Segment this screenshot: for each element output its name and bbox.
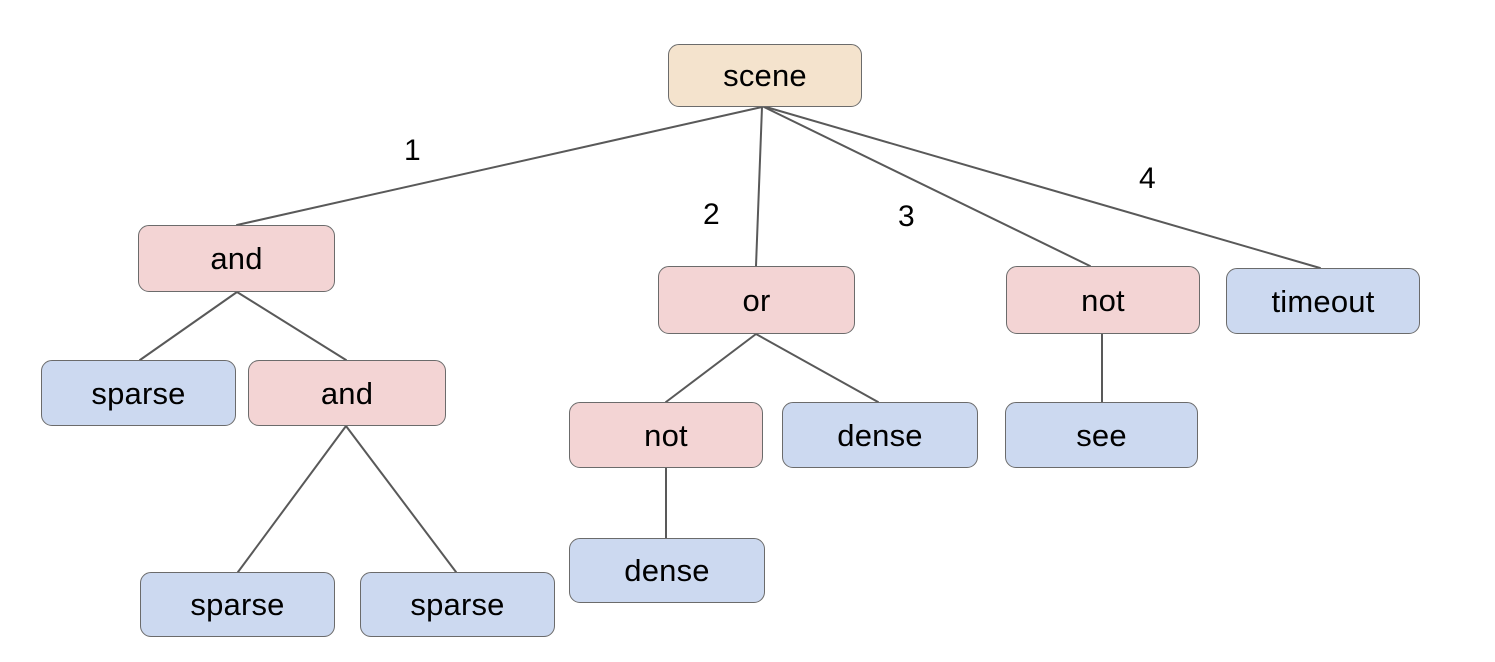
tree-node-and2[interactable]: and [248,360,446,426]
tree-node-sparse2[interactable]: sparse [140,572,335,637]
edge-label-2: 2 [703,198,720,231]
tree-node-dense1[interactable]: dense [782,402,978,468]
tree-node-label: not [644,417,688,453]
tree-edge-scene-to-or1 [755,106,763,267]
tree-edge-scene-to-not1 [763,106,1091,267]
tree-node-label: dense [624,553,710,588]
edge-label-1: 1 [404,134,421,167]
tree-node-label: and [320,375,374,411]
tree-edge-or1-to-dense1 [755,333,879,403]
tree-node-label: dense [837,417,923,453]
tree-node-label: sparse [410,587,505,622]
tree-edge-and1-to-sparse1 [139,291,238,361]
tree-edge-scene-to-and1 [236,106,763,226]
tree-node-or1[interactable]: or [658,266,855,334]
tree-edge-and2-to-sparse2 [237,425,347,573]
tree-edge-or1-to-not2 [665,333,757,403]
tree-node-label: and [210,241,263,276]
tree-node-label: see [1076,417,1127,453]
tree-edge-and1-to-and2 [236,291,347,361]
edge-label-3: 3 [898,200,915,233]
tree-node-label: not [1081,282,1125,318]
tree-edge-scene-to-timeout1 [765,106,1321,269]
tree-node-sparse3[interactable]: sparse [360,572,555,637]
tree-node-scene[interactable]: scene [668,44,862,107]
tree-node-label: sparse [91,375,186,411]
tree-node-label: scene [723,58,807,93]
tree-edge-and2-to-sparse3 [345,425,457,573]
tree-node-and1[interactable]: and [138,225,335,292]
edge-label-4: 4 [1139,162,1156,195]
tree-node-dense2[interactable]: dense [569,538,765,603]
tree-node-label: timeout [1271,283,1375,319]
tree-node-not2[interactable]: not [569,402,763,468]
tree-node-sparse1[interactable]: sparse [41,360,236,426]
tree-node-label: sparse [190,587,285,622]
tree-node-timeout1[interactable]: timeout [1226,268,1420,334]
tree-node-see1[interactable]: see [1005,402,1198,468]
tree-node-label: or [742,282,771,318]
tree-node-not1[interactable]: not [1006,266,1200,334]
